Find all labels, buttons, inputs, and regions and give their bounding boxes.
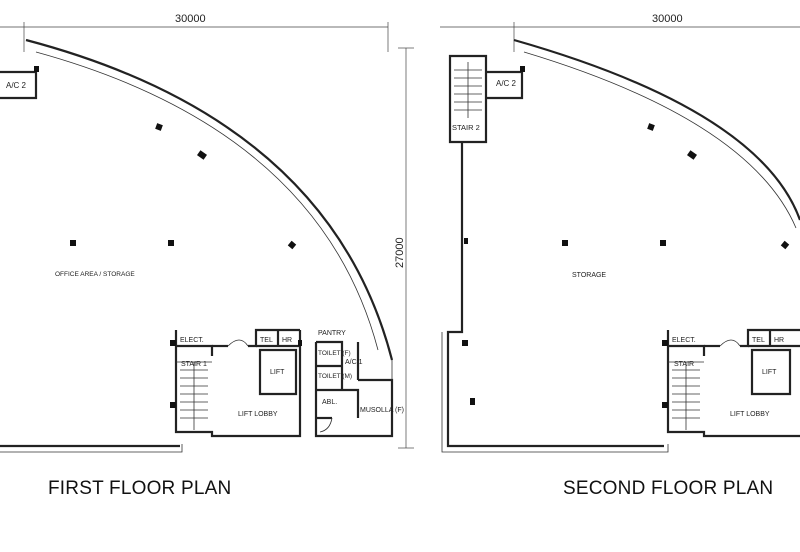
- room-elect-second: ELECT.: [672, 337, 696, 344]
- room-toilet-f: TOILET (F): [318, 350, 351, 357]
- room-lift-second: LIFT: [762, 369, 777, 376]
- room-elect: ELECT.: [180, 337, 204, 344]
- room-musolla: MUSOLLA (F): [360, 407, 404, 414]
- room-toilet-m: TOILET (M): [318, 373, 352, 380]
- first-floor-plan-title: FIRST FLOOR PLAN: [48, 478, 232, 499]
- room-ac2: A/C 2: [6, 81, 27, 90]
- room-hr: HR: [282, 337, 292, 344]
- room-ac2-second: A/C 2: [496, 79, 517, 88]
- room-tel: TEL: [260, 337, 273, 344]
- room-lift-lobby: LIFT LOBBY: [238, 411, 278, 418]
- room-pantry: PANTRY: [318, 330, 346, 337]
- room-stair-1: STAIR 1: [181, 361, 207, 368]
- room-stair-2: STAIR 2: [452, 123, 480, 132]
- room-abl: ABL.: [322, 399, 337, 406]
- room-office-area-storage: OFFICE AREA / STORAGE: [55, 271, 135, 278]
- room-storage: STORAGE: [572, 272, 606, 279]
- room-ac1: A/C 1: [345, 359, 363, 366]
- width-dimension-left: 30000: [175, 13, 206, 25]
- room-lift: LIFT: [270, 369, 285, 376]
- curved-facade-2: [513, 38, 800, 221]
- room-stair-second: STAIR: [674, 361, 694, 368]
- room-tel-second: TEL: [752, 337, 765, 344]
- second-floor-plan: [441, 38, 800, 453]
- width-dimension-right: 30000: [652, 13, 683, 25]
- first-floor-plan: [0, 38, 394, 453]
- room-hr-second: HR: [774, 337, 784, 344]
- second-floor-plan-title: SECOND FLOOR PLAN: [563, 478, 774, 499]
- room-lift-lobby-second: LIFT LOBBY: [730, 411, 770, 418]
- curved-facade: [25, 38, 394, 361]
- height-dimension: 27000: [394, 237, 406, 268]
- dimension-lines: [0, 22, 800, 449]
